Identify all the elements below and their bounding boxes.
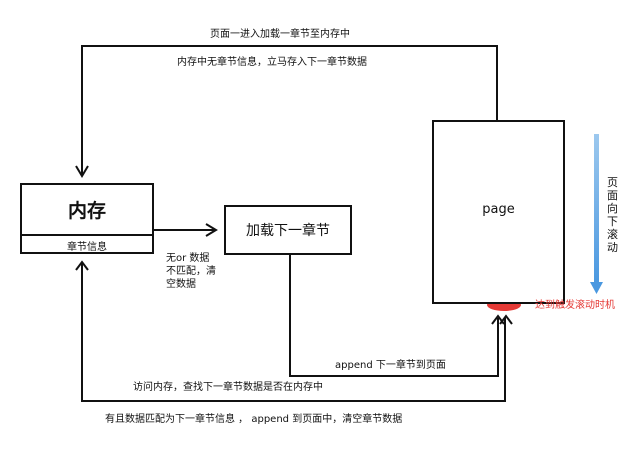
label-top-line1: 页面一进入加载一章节至内存中 [210,29,350,40]
label-top-line2: 内存中无章节信息，立马存入下一章节数据 [177,57,367,68]
memory-title: 内存 [67,199,106,222]
label-scroll-down: 页面向下滚动 [607,176,618,254]
edge-load-to-page [289,255,499,377]
label-check-memory: 访问内存，查找下一章节数据是否在内存中 [133,382,323,393]
scroll-arrow-shaft [594,134,599,284]
label-trigger: 达到触发滚动时机 [535,300,615,311]
page-node: page [432,120,565,304]
load-next-chapter-node: 加载下一章节 [224,205,352,255]
memory-subtitle: 章节信息 [22,234,152,254]
edge-page-to-memory-check [81,262,506,402]
memory-node: 内存 章节信息 [20,183,154,254]
label-no-match: 无or 数据不匹配，清空数据 [166,253,216,290]
scroll-arrow-head [590,282,603,294]
edge-page-to-memory [81,45,498,175]
label-append-next: append 下一章节到页面 [335,360,446,371]
arrowhead-into-page-right [499,314,513,325]
arrowhead-into-load [205,223,218,237]
arrowhead-into-memory [75,165,89,178]
label-bottom: 有且数据匹配为下一章节信息 ， append 到页面中，清空章节数据 [105,414,403,425]
arrowhead-into-memory-bottom [75,260,89,271]
